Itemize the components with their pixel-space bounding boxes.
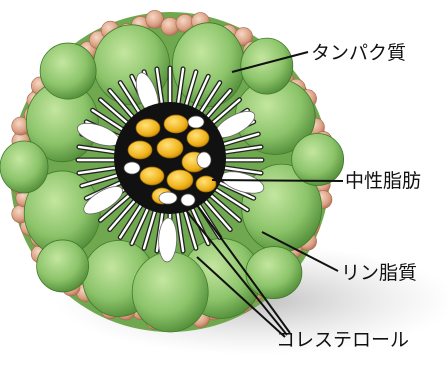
core-cholesterol [188,116,204,128]
triglyceride-droplet [157,138,183,158]
protein-lobe [37,240,89,292]
cholesterol-label: コレステロール [276,331,409,350]
triglyceride-droplet [167,170,193,190]
protein-label: タンパク質 [311,44,406,63]
triglyceride-droplet [164,115,188,133]
triglyceride-leader-line [212,180,343,181]
protein-lobe [0,141,48,193]
core-cholesterol [181,194,195,206]
triglyceride-droplet [140,167,164,185]
triglyceride-droplet [136,119,160,137]
protein-lobe [292,134,344,186]
core-cholesterol [124,162,140,174]
triglyceride-label: 中性脂肪 [345,172,421,191]
triglyceride-droplet [128,141,152,159]
protein-lobe [132,252,208,332]
core-cholesterol [197,152,211,168]
protein-lobe [40,43,96,99]
triglyceride-droplet [187,129,209,147]
protein-lobe [172,23,244,107]
protein-lobe [246,247,302,299]
protein-lobe [241,38,293,94]
core-cholesterol [159,192,177,204]
triglyceride-droplet [196,176,216,192]
phospholipid-label: リン脂質 [341,264,417,283]
